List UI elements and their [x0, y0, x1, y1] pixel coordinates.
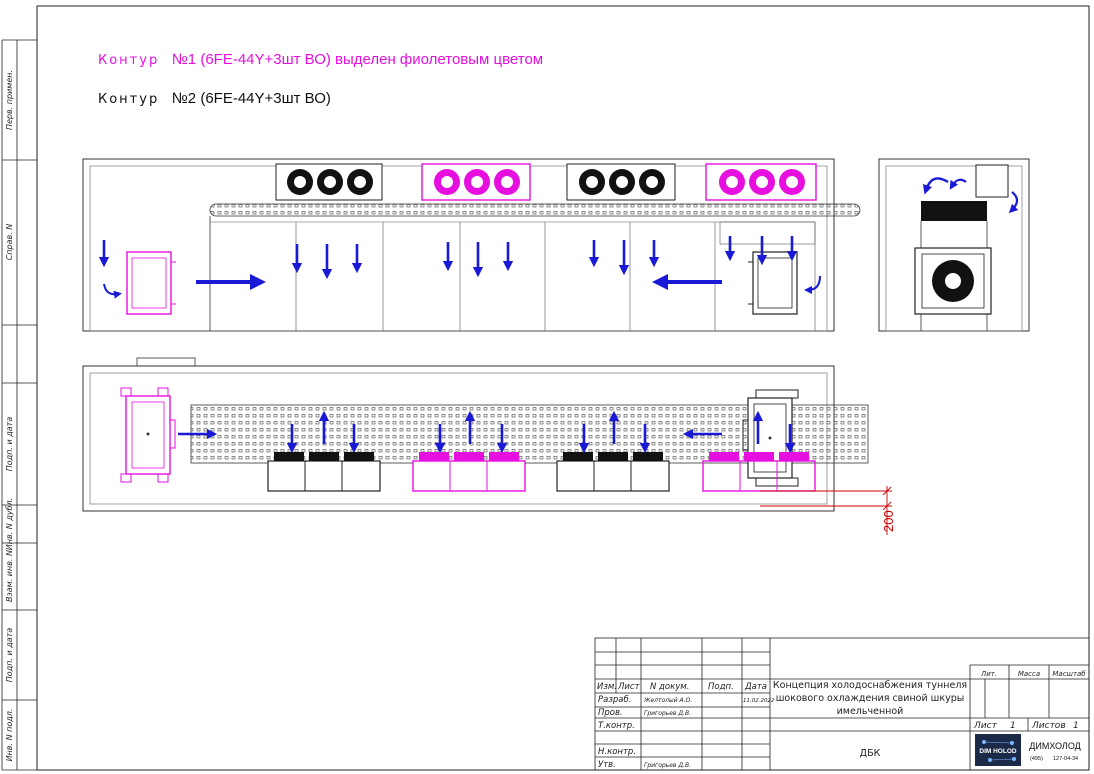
evaporator-2-magenta [421, 163, 531, 201]
front-view [82, 158, 861, 332]
tb-utv-name: Григорьев Д.В. [644, 762, 691, 769]
legend-circuit-2-text: №2 (6FE-44Y+3шт ВО) [171, 90, 331, 107]
evaporator-1-black [275, 163, 383, 201]
side-stamp [1, 39, 37, 771]
plan-evaporator-1-black [267, 452, 381, 492]
logo-text: DIM HOLOD [979, 748, 1016, 755]
tb-col-podp: Подп. [708, 682, 734, 692]
stamp-perv-primen: Перв. примен. [5, 70, 14, 130]
stamp-podp-data-2: Подп. и дата [5, 628, 14, 683]
legend-circuit-2-word: Контур [98, 92, 160, 107]
tb-razrab-name: Желтолый А.О. [643, 697, 692, 704]
tb-title-line-2: шокового охлаждения свиной шкуры [776, 693, 965, 704]
tb-row-tkontr: Т.контр. [598, 721, 635, 731]
tb-row-nkontr: Н.контр. [598, 747, 636, 757]
tb-object: ДБК [860, 748, 881, 759]
side-view-fan-unit [914, 247, 992, 315]
stamp-vzam-inv-n: Взам. инв. N [5, 550, 14, 602]
tb-prov-name: Григорьев Д.В. [644, 710, 691, 717]
tb-row-utv: Утв. [598, 760, 616, 770]
front-unit-right-black [748, 251, 798, 315]
tb-listov-label: Листов [1031, 721, 1066, 731]
tb-col-n-dokum: N докум. [650, 682, 689, 692]
legend-circuit-1: Контур №1 (6FE-44Y+3шт ВО) выделен фиоле… [98, 51, 543, 68]
legend-circuit-2: Контур №2 (6FE-44Y+3шт ВО) [98, 90, 331, 107]
side-view-evaporator [975, 164, 1009, 198]
company-logo: DIM HOLOD [975, 734, 1021, 766]
plan-evaporator-4-magenta [702, 452, 816, 492]
dimension-200-label: 200 [881, 510, 896, 532]
tb-row-razrab: Разраб. [598, 695, 631, 705]
tb-masshtab: Масштаб [1052, 670, 1086, 678]
legend-circuit-1-word: Контур [98, 53, 160, 68]
tb-title-line-1: Концепция холодоснабжения туннеля [773, 680, 967, 691]
tb-row-prov: Пров. [598, 708, 623, 718]
stamp-inv-n-podl: Инв. N подл. [5, 709, 14, 762]
tb-col-list: Лист [617, 682, 641, 692]
stamp-inv-n-dubl: Инв. N дубл. [5, 498, 14, 550]
side-view [878, 158, 1030, 332]
side-view-conveyor [921, 201, 987, 221]
tb-lit: Лит. [980, 670, 997, 678]
legend-circuit-1-text: №1 (6FE-44Y+3шт ВО) выделен фиолетовым ц… [171, 51, 544, 68]
front-conveyor [209, 203, 861, 217]
tb-list-value: 1 [1010, 721, 1016, 731]
tb-company: ДИМХОЛОД [1029, 741, 1080, 751]
dimension-200 [760, 486, 892, 535]
tb-massa: Масса [1018, 670, 1040, 678]
stamp-podp-data-1: Подп. и дата [5, 417, 14, 472]
evaporator-3-black [566, 163, 676, 201]
plan-unit-left-magenta [120, 387, 176, 483]
tb-phone-code: (495) [1030, 756, 1043, 762]
tb-col-izm: Изм. [597, 682, 617, 692]
tb-col-data: Дата [744, 682, 767, 692]
tb-list-label: Лист [973, 721, 998, 731]
plan-evaporator-3-black [556, 452, 670, 492]
tb-razrab-date: 11.02.2022 [743, 698, 775, 704]
sheet-border [36, 5, 1090, 771]
stamp-sprav-n: Справ. N [5, 224, 14, 261]
tb-listov-value: 1 [1073, 721, 1079, 731]
plan-evaporator-2-magenta [412, 452, 526, 492]
tb-title-line-3: имельченной [837, 706, 904, 717]
plan-view: 200 [82, 357, 896, 535]
evaporator-4-magenta [705, 163, 817, 201]
tb-phone: 127-04-34 [1053, 756, 1078, 762]
front-unit-left-magenta [126, 251, 176, 315]
title-block [594, 637, 1090, 771]
